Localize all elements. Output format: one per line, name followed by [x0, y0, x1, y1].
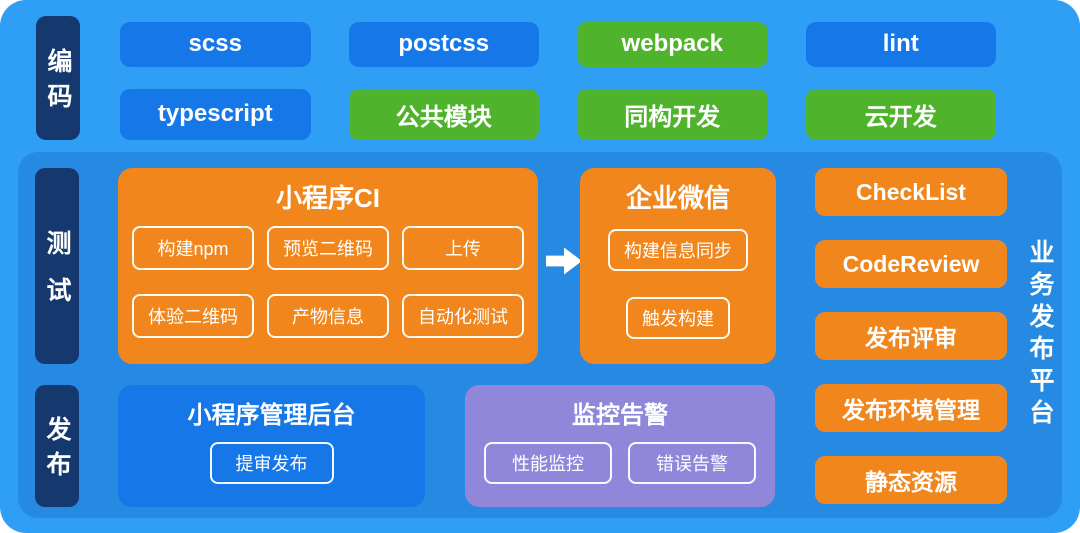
coding-button-typescript: typescript	[120, 88, 311, 140]
section-label-testing: 测试	[35, 168, 79, 364]
wecom-panel: 企业微信 构建信息同步 触发构建	[580, 168, 776, 364]
ci-item-experience-qrcode: 体验二维码	[132, 294, 254, 338]
coding-button-scss: scss	[120, 22, 311, 67]
miniprogram-ci-grid: 构建npm 预览二维码 上传 体验二维码 产物信息 自动化测试	[132, 226, 524, 338]
wecom-item-trigger-build: 触发构建	[626, 297, 730, 339]
coding-button-cloud-dev: 云开发	[805, 88, 996, 140]
ci-item-preview-qrcode: 预览二维码	[267, 226, 389, 270]
ci-item-artifact-info: 产物信息	[267, 294, 389, 338]
coding-button-postcss: postcss	[348, 22, 539, 67]
ci-item-automated-test: 自动化测试	[402, 294, 524, 338]
coding-button-common-modules: 公共模块	[348, 88, 539, 140]
admin-title: 小程序管理后台	[187, 402, 356, 429]
coding-tools-grid: scss postcss webpack lint typescript 公共模…	[120, 22, 996, 140]
flow-arrow-icon	[546, 246, 582, 276]
coding-button-lint: lint	[805, 22, 996, 67]
platform-vertical-label: 业务发布平台	[1026, 239, 1054, 431]
platform-button-release-env-management: 发布环境管理	[815, 384, 1007, 432]
coding-button-isomorphic-dev: 同构开发	[577, 88, 768, 140]
section-label-coding: 编码	[36, 16, 80, 140]
monitor-item-performance: 性能监控	[484, 442, 612, 484]
wecom-title: 企业微信	[625, 183, 730, 213]
platform-button-static-assets: 静态资源	[815, 456, 1007, 504]
miniprogram-ci-title: 小程序CI	[275, 183, 380, 213]
platform-button-checklist: CheckList	[815, 168, 1007, 216]
monitor-panel: 监控告警 性能监控 错误告警	[465, 385, 775, 507]
wecom-item-build-info-sync: 构建信息同步	[608, 229, 748, 271]
coding-button-webpack: webpack	[577, 22, 768, 67]
ci-item-build-npm: 构建npm	[132, 226, 254, 270]
monitor-item-error-alert: 错误告警	[628, 442, 756, 484]
section-label-release: 发布	[35, 385, 79, 507]
platform-button-codereview: CodeReview	[815, 240, 1007, 288]
admin-panel: 小程序管理后台 提审发布	[118, 385, 425, 507]
miniprogram-ci-panel: 小程序CI 构建npm 预览二维码 上传 体验二维码 产物信息 自动化测试	[118, 168, 538, 364]
ci-item-upload: 上传	[402, 226, 524, 270]
platform-buttons-column: CheckList CodeReview 发布评审 发布环境管理 静态资源	[815, 168, 1007, 504]
business-release-platform-panel: 测试 小程序CI 构建npm 预览二维码 上传 体验二维码 产物信息 自动化测试…	[18, 152, 1062, 518]
monitor-chips-row: 性能监控 错误告警	[465, 442, 775, 484]
platform-button-release-review: 发布评审	[815, 312, 1007, 360]
monitor-title: 监控告警	[572, 402, 668, 429]
admin-item-submit-release: 提审发布	[209, 442, 334, 484]
